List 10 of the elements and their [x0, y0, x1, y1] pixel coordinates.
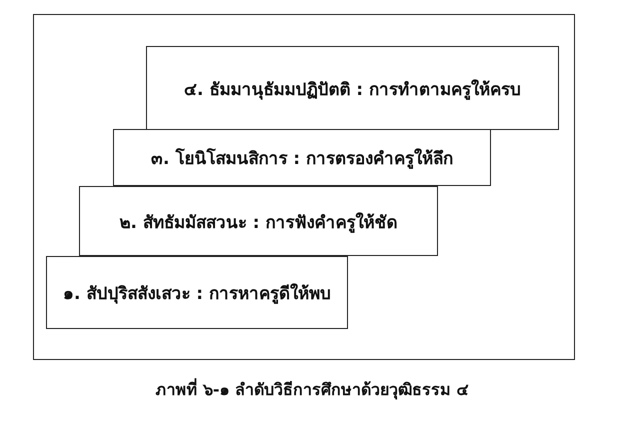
step-text: ๓. โยนิโสมนสิการ : การตรองคำครูให้ลึก	[150, 147, 453, 171]
step-box	[79, 186, 438, 256]
step-text: ๔. ธัมมานุธัมมปฏิปัตติ : การทำตามครูให้ครบ	[184, 78, 521, 102]
step-box	[46, 256, 348, 329]
figure-caption: ภาพที่ ๖-๑ ลำดับวิธีการศึกษาด้วยวุฒิธรรม ๔	[155, 380, 469, 399]
frame-box	[33, 14, 575, 360]
step-text: ๒. สัทธัมมัสสวนะ : การฟังคำครูให้ชัด	[119, 211, 398, 234]
step-box	[146, 46, 559, 130]
step-box	[113, 129, 491, 186]
step-text: ๑. สัปปุริสสังเสวะ : การหาครูดีให้พบ	[62, 282, 331, 306]
